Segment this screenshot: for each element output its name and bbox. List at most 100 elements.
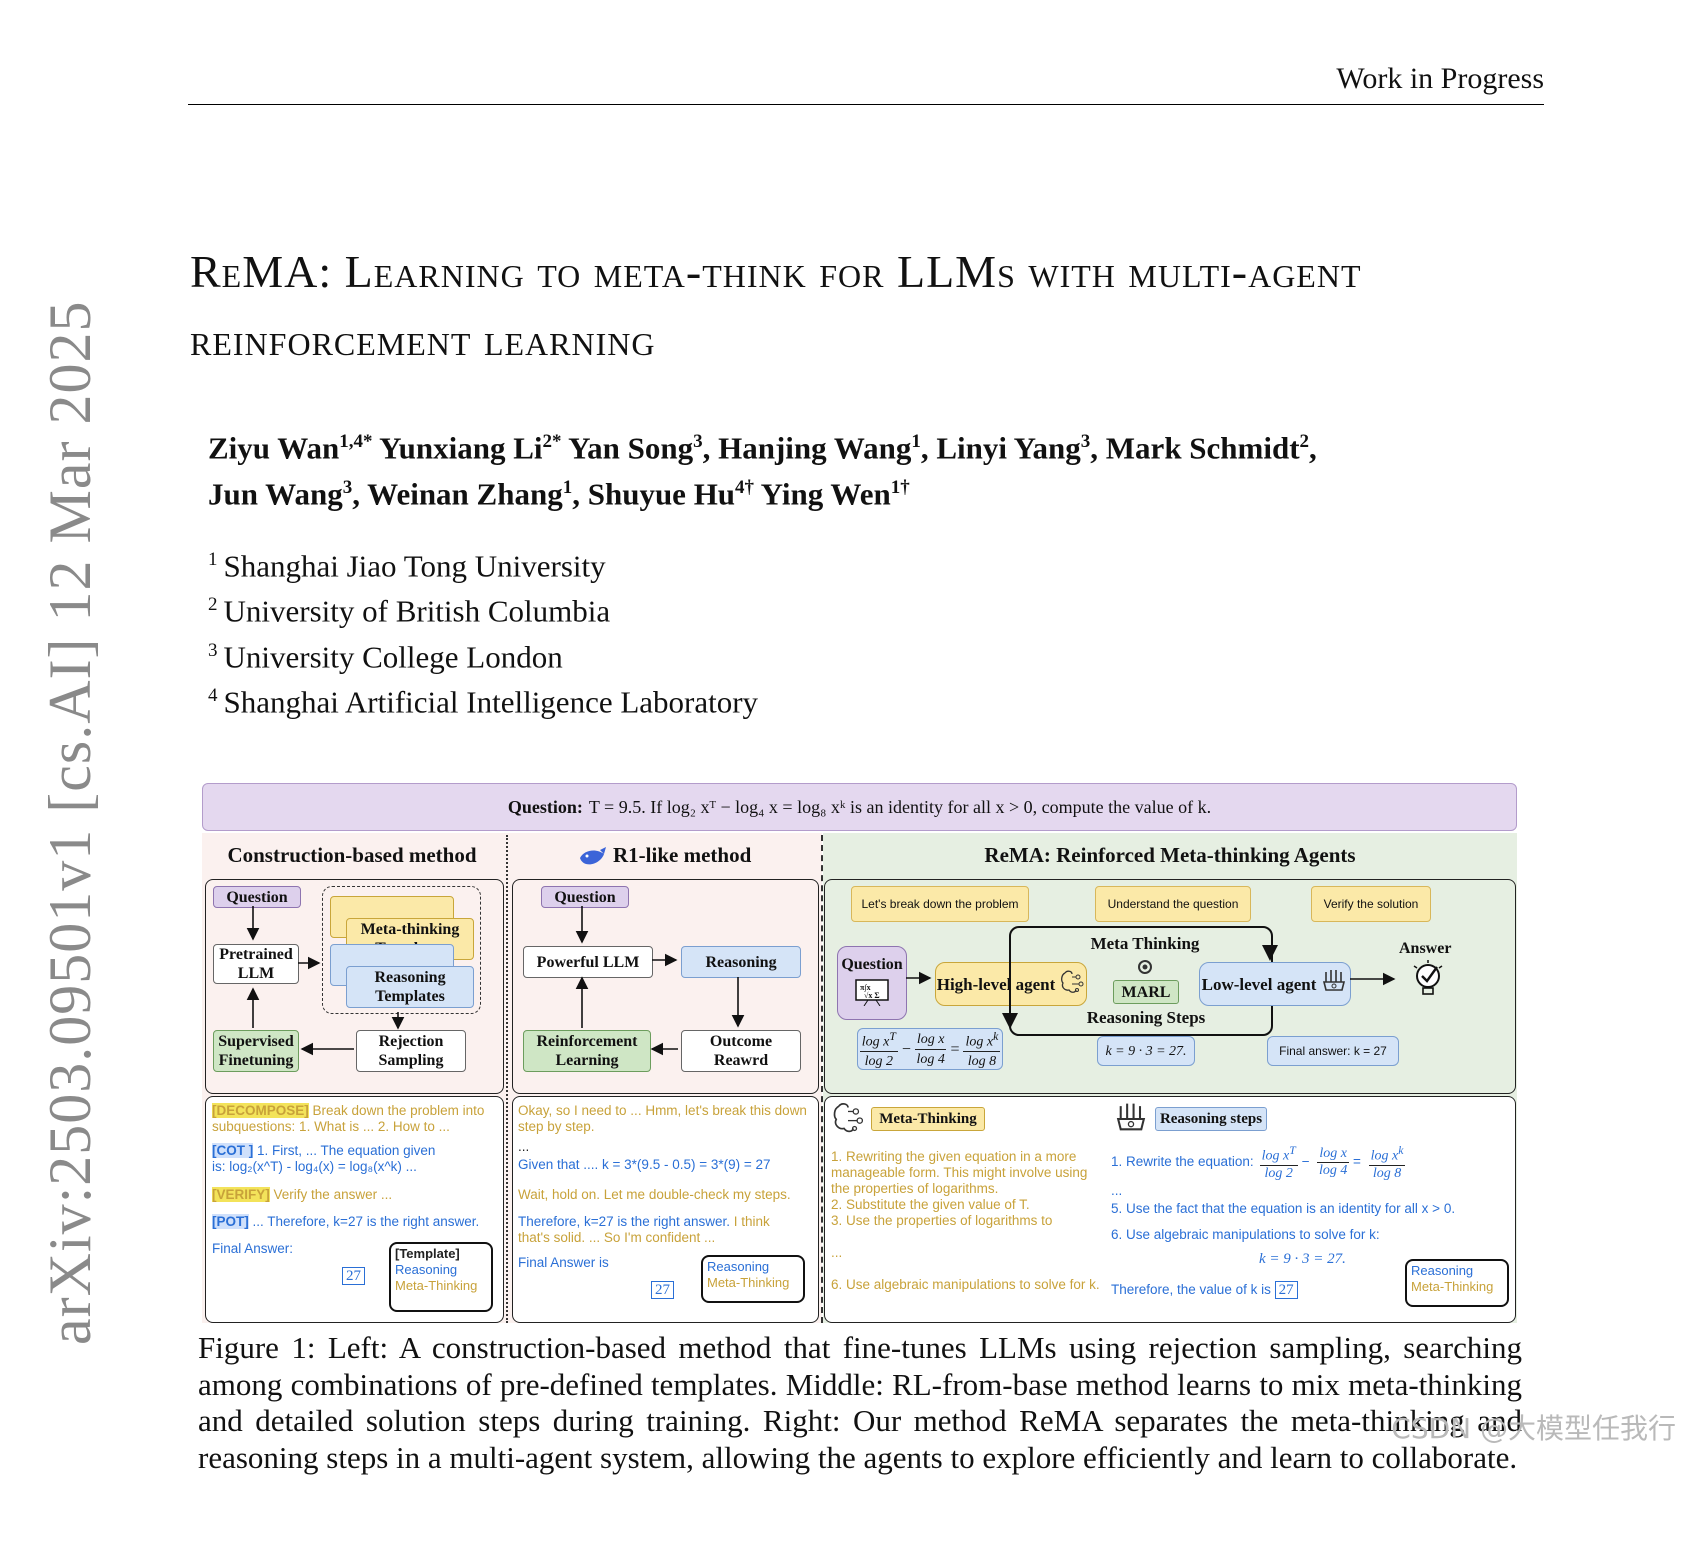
- reinforcement-learning-node: Reinforcement Learning: [523, 1030, 651, 1072]
- legend-template: [Template]: [395, 1246, 460, 1261]
- right-diagram-arrows: [906, 945, 1396, 1029]
- high-level-agent-node: High-level agent: [935, 962, 1087, 1006]
- middle-diagram-box: Question Powerful LLM Reasoning Reinforc…: [512, 879, 819, 1094]
- author-name: Ying Wen: [760, 476, 891, 512]
- chip-verify: Verify the solution: [1311, 886, 1431, 922]
- meta-line-4: ...: [831, 1245, 843, 1260]
- cot-tag: [COT ]: [212, 1143, 254, 1158]
- middle-legend-reasoning: Reasoning: [707, 1259, 770, 1274]
- templates-group: [322, 886, 481, 1014]
- paper-title: ReMA: Learning to meta-think for LLMs wi…: [190, 246, 1362, 365]
- question-label: Question:: [507, 796, 583, 817]
- question-bar: Question: T = 9.5. If log₂ xᵀ − log₄ x =…: [202, 783, 1517, 831]
- author-name: Yan Song: [568, 430, 694, 466]
- left-diagram-box: Question Pretrained LLM Meta-thinking Te…: [205, 879, 504, 1094]
- reasoning-steps-label: Reasoning Steps: [1086, 1008, 1206, 1027]
- author-name: Jun Wang: [208, 476, 343, 512]
- author-name: Mark Schmidt: [1105, 430, 1300, 466]
- author-affiliation-mark: 1: [562, 477, 573, 499]
- left-panel-title: Construction-based method: [227, 843, 477, 867]
- author-affiliation-mark: 3: [1080, 431, 1091, 452]
- verify-text: Verify the answer ...: [273, 1187, 393, 1202]
- right-legend-reasoning: Reasoning: [1411, 1263, 1474, 1278]
- eq-k-node: k = 9 · 3 = 27.: [1097, 1036, 1195, 1066]
- outcome-reward-node: Outcome Reawrd: [681, 1030, 801, 1072]
- affiliation-number: 4: [208, 684, 218, 706]
- middle-line-5: Therefore, k=27 is the right answer. I t…: [518, 1214, 786, 1246]
- panel-divider: [821, 835, 823, 1323]
- middle-line-2: ...: [518, 1139, 530, 1154]
- middle-legend: Reasoning Meta-Thinking: [701, 1255, 805, 1303]
- robot-hand-icon: [1320, 968, 1348, 1000]
- figure-1: Question: T = 9.5. If log₂ xᵀ − log₄ x =…: [202, 783, 1517, 1323]
- figure-caption: Figure 1: Left: A construction-based met…: [198, 1330, 1522, 1475]
- high-level-agent-label: High-level agent: [936, 974, 1056, 994]
- author-affiliation-mark: 2*: [542, 431, 562, 452]
- middle-line-5a: Therefore, k=27 is the right answer.: [518, 1214, 730, 1229]
- author-name: Shuyue Hu: [587, 476, 736, 512]
- meta-brain-icon: [831, 1101, 865, 1140]
- step-line-1-text: 1. Rewrite the equation:: [1111, 1154, 1254, 1170]
- affiliation-number: 1: [208, 549, 218, 570]
- decompose-tag: [DECOMPOSE]: [212, 1103, 309, 1118]
- low-level-agent-node: Low-level agent: [1199, 962, 1351, 1006]
- verify-line: [VERIFY] Verify the answer ...: [212, 1187, 392, 1203]
- right-legend-meta: Meta-Thinking: [1411, 1279, 1494, 1294]
- author-name: Linyi Yang: [936, 430, 1081, 466]
- reasoning-node: Reasoning: [681, 946, 801, 978]
- middle-line-5b: I think that's solid. ... So I'm confide…: [518, 1214, 770, 1245]
- answer-label: Answer: [1399, 940, 1452, 957]
- cot-text: 1. First, ... The equation given is: log…: [212, 1143, 436, 1174]
- affiliation-name: University College London: [223, 638, 563, 674]
- middle-title-text: R1-like method: [613, 843, 752, 867]
- left-output-box: [DECOMPOSE] Break down the problem into …: [205, 1096, 504, 1323]
- author-affiliation-mark: 1: [911, 431, 921, 452]
- gear-icon: [1135, 957, 1155, 982]
- right-diagram-box: Let's break down the problem Understand …: [824, 879, 1516, 1094]
- step-line-8-text: Therefore, the value of k is: [1111, 1282, 1271, 1297]
- final-answer-box: 27: [342, 1267, 365, 1285]
- final-answer-node: Final answer: k = 27: [1267, 1036, 1399, 1066]
- middle-line-3: Given that .... k = 3*(9.5 - 0.5) = 3*(9…: [518, 1157, 771, 1172]
- right-output-box: Meta-Thinking 1. Rewriting the given equ…: [824, 1096, 1516, 1323]
- author-affiliation-mark: 3: [693, 431, 703, 452]
- left-legend: [Template] Reasoning Meta-Thinking: [389, 1242, 493, 1312]
- author-affiliation-mark: 1†: [890, 477, 910, 499]
- right-question-label: Question: [841, 956, 903, 973]
- watermark: CSDN @大模型任我行: [1391, 1412, 1676, 1445]
- middle-final-answer-label: Final Answer is: [518, 1255, 609, 1270]
- middle-line-1: Okay, so I need to ... Hmm, let's break …: [518, 1103, 807, 1134]
- step-line-7: k = 9 · 3 = 27.: [1259, 1251, 1346, 1267]
- author-name: Hanjing Wang: [718, 430, 912, 466]
- cot-line: [COT ] 1. First, ... The equation given …: [212, 1143, 452, 1175]
- answer-value: 27: [342, 1267, 365, 1285]
- affiliation-name: University of British Columbia: [223, 593, 611, 629]
- middle-diagram-arrows: [575, 906, 745, 1056]
- svg-text:π∫x: π∫x: [860, 983, 871, 992]
- panel-divider: [506, 835, 508, 1323]
- author-affiliation-mark: 1,4*: [339, 431, 373, 452]
- author-name: Weinan Zhang: [367, 476, 563, 512]
- steps-robot-icon: [1113, 1101, 1149, 1142]
- step-line-5: 5. Use the fact that the equation is an …: [1111, 1201, 1456, 1216]
- right-panel-title: ReMA: Reinforced Meta-thinking Agents: [984, 843, 1356, 867]
- meta-thinking-tag: Meta-Thinking: [871, 1107, 985, 1131]
- middle-answer-value: 27: [651, 1281, 674, 1299]
- step-line-2: ...: [1111, 1183, 1123, 1198]
- left-question-node: Question: [213, 886, 301, 908]
- author-affiliation-mark: 2: [1299, 431, 1310, 452]
- verify-tag: [VERIFY]: [212, 1187, 270, 1202]
- meta-line-6: 6. Use algebraic manipulations to solve …: [831, 1277, 1100, 1292]
- question-text: T = 9.5. If log₂ xᵀ − log₄ x = log₈ xᵏ i…: [588, 796, 1212, 817]
- chip-understand: Understand the question: [1095, 886, 1251, 922]
- middle-legend-meta: Meta-Thinking: [707, 1275, 790, 1290]
- marl-node: MARL: [1113, 980, 1179, 1004]
